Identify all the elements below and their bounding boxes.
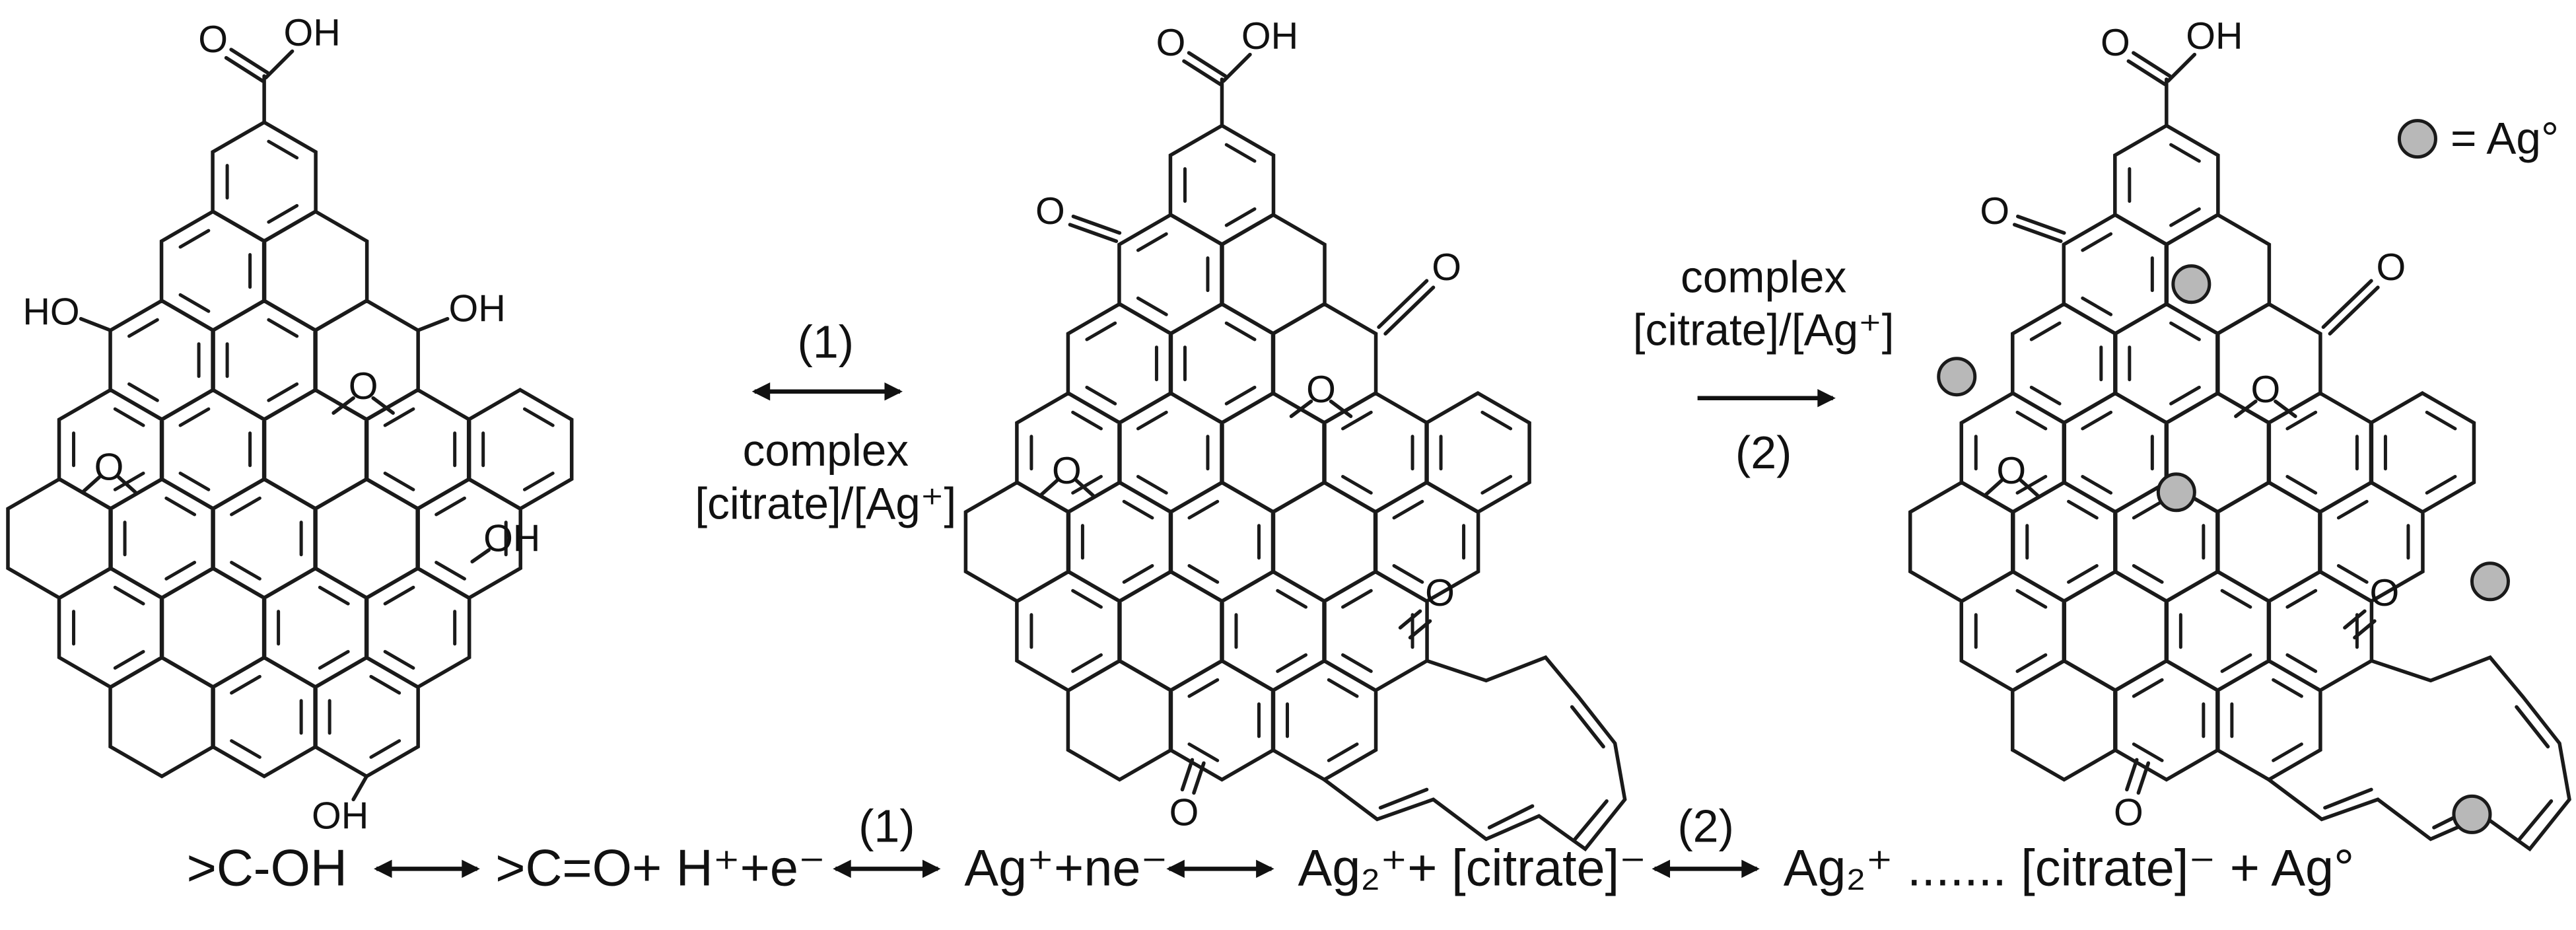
reaction-equation: >C-OH >C=O+ H⁺+e⁻ (1) Ag⁺+ne⁻ Ag₂⁺+ [cit… bbox=[187, 800, 2355, 896]
silver-particle-icon bbox=[2397, 119, 2437, 159]
atom-label-epoxide-left: O bbox=[1996, 450, 2026, 492]
ring-bond-path bbox=[6, 120, 574, 779]
silver-particle-icon bbox=[2156, 472, 2196, 513]
atom-label-carbonyl-right: O bbox=[1432, 246, 1461, 289]
equation-step2-number: (2) bbox=[1677, 800, 1734, 851]
equation-product2: Ag₂⁺ ....... [citrate]⁻ + Ag° bbox=[1784, 840, 2354, 896]
atom-label-hydroxyl-mid: OH bbox=[483, 517, 540, 559]
molecule-middle: O OH O O O O O O bbox=[963, 15, 1624, 849]
atom-label-carboxyl-oh: OH bbox=[2186, 15, 2243, 57]
legend: = Ag° bbox=[2397, 114, 2559, 164]
equation-reactant: >C-OH bbox=[187, 840, 347, 896]
equation-step1-number: (1) bbox=[858, 800, 915, 851]
silver-particle-icon bbox=[2452, 794, 2492, 834]
step1-number: (1) bbox=[798, 316, 854, 368]
double-bond-path bbox=[72, 139, 555, 759]
atom-label-carbonyl-bottom: O bbox=[1169, 791, 1199, 834]
carbon-lattice bbox=[1908, 123, 2476, 782]
molecule-right: O OH O O O O O O bbox=[1908, 15, 2569, 849]
atom-label-carbonyl-bottom-right: O bbox=[2370, 572, 2400, 614]
step1-complex-line1: complex bbox=[743, 426, 909, 476]
carboxyl-group-bonds bbox=[226, 50, 293, 122]
atom-label-carbonyl-left: O bbox=[1035, 190, 1065, 232]
ring-bond-path bbox=[1908, 123, 2476, 782]
atom-label-hydroxyl-right: OH bbox=[449, 288, 506, 330]
atom-label-epoxide-left: O bbox=[1052, 450, 1082, 492]
carbon-lattice bbox=[6, 120, 574, 779]
atom-label-carbonyl-left: O bbox=[1980, 190, 2009, 232]
step2-complex-line1: complex bbox=[1681, 253, 1847, 303]
atom-label-carbonyl-bottom: O bbox=[2114, 791, 2143, 834]
molecule-left: O OH HO OH O O OH OH bbox=[6, 12, 574, 837]
carboxyl-group-bonds bbox=[1184, 53, 1250, 125]
silver-particle-icon bbox=[1937, 357, 1977, 397]
silver-particle-icon bbox=[2171, 264, 2211, 304]
atom-label-epoxide-center: O bbox=[1306, 369, 1336, 411]
step1-arrow-group: (1) complex [citrate]/[Ag⁺] bbox=[695, 316, 956, 529]
atom-label-carbonyl-bottom-right: O bbox=[1425, 572, 1455, 614]
carbon-lattice bbox=[963, 123, 1531, 782]
atom-label-hydroxyl-left: HO bbox=[22, 291, 79, 334]
double-bond-path bbox=[1974, 143, 2457, 762]
atom-label-carboxyl-oh: OH bbox=[283, 12, 340, 54]
atom-label-carboxyl-o: O bbox=[1156, 22, 1186, 64]
substituent-bonds bbox=[1040, 217, 1624, 849]
equation-product1: >C=O+ H⁺+e⁻ bbox=[495, 840, 825, 896]
step2-complex-line2: [citrate]/[Ag⁺] bbox=[1633, 306, 1895, 355]
atom-label-carboxyl-o: O bbox=[2101, 22, 2130, 64]
atom-label-carbonyl-right: O bbox=[2377, 246, 2406, 289]
atom-label-epoxide-center: O bbox=[349, 365, 378, 408]
substituent-bonds bbox=[1985, 217, 2569, 849]
legend-label: = Ag° bbox=[2451, 114, 2559, 164]
step2-arrow-group: complex [citrate]/[Ag⁺] (2) bbox=[1633, 253, 1895, 479]
atom-label-hydroxyl-bottom: OH bbox=[312, 795, 368, 837]
double-bond-path bbox=[1029, 143, 1513, 762]
equation-species2: Ag₂⁺+ [citrate]⁻ bbox=[1298, 840, 1647, 896]
atom-label-carboxyl-o: O bbox=[198, 18, 228, 61]
step1-complex-line2: [citrate]/[Ag⁺] bbox=[695, 479, 956, 528]
step2-number: (2) bbox=[1735, 427, 1792, 478]
ring-bond-path bbox=[963, 123, 1531, 782]
silver-particle-icon bbox=[2470, 561, 2510, 602]
atom-label-epoxide-center: O bbox=[2251, 369, 2281, 411]
atom-label-epoxide-left: O bbox=[94, 447, 124, 489]
carboxyl-group-bonds bbox=[2128, 53, 2194, 125]
equation-species1: Ag⁺+ne⁻ bbox=[964, 840, 1167, 896]
atom-label-carboxyl-oh: OH bbox=[1241, 15, 1298, 57]
